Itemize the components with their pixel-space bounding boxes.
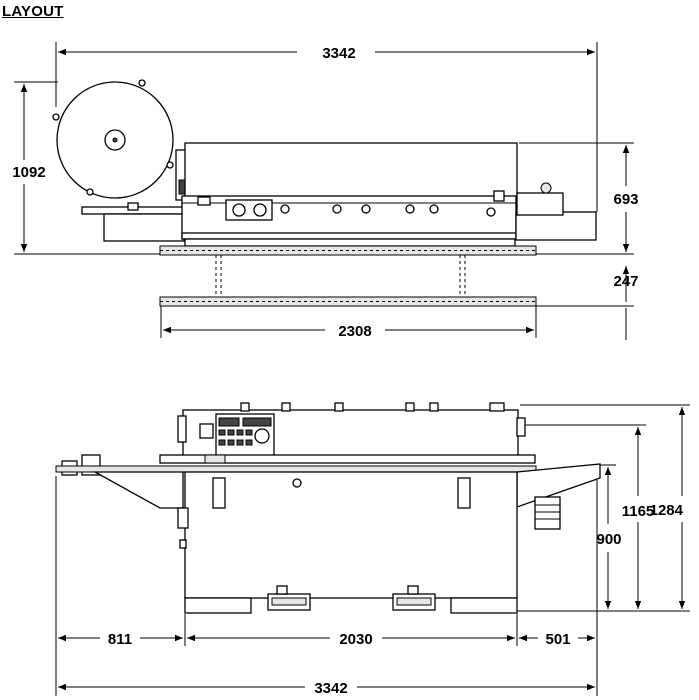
side-view-dimensions xyxy=(55,404,690,696)
top-cover xyxy=(184,142,518,198)
top-view-dimensions xyxy=(14,42,634,340)
dim-overall-height-top: 1092 xyxy=(12,164,45,181)
side-view-machine xyxy=(55,402,601,614)
right-extension xyxy=(515,211,597,241)
left-support xyxy=(92,471,184,509)
left-leg xyxy=(184,597,252,614)
dim-total-height: 1284 xyxy=(650,502,684,519)
dim-top-height: 1165 xyxy=(622,503,655,520)
dim-table-height: 900 xyxy=(596,531,621,548)
page-title: LAYOUT xyxy=(2,3,64,20)
dim-overall-width-top: 3342 xyxy=(322,45,355,62)
dim-conveyor-gap: 247 xyxy=(613,273,638,290)
right-leg xyxy=(450,597,518,614)
dim-conveyor-length: 2308 xyxy=(338,323,371,340)
dim-base-length: 2030 xyxy=(339,631,372,648)
dim-body-height: 693 xyxy=(613,191,638,208)
work-table xyxy=(55,465,537,473)
dim-left-extension: 811 xyxy=(108,631,132,648)
display-screen xyxy=(218,417,240,427)
motor xyxy=(516,192,564,216)
dim-overall-width-bottom: 3342 xyxy=(314,680,347,697)
dim-right-extension: 501 xyxy=(545,631,570,648)
top-view-machine xyxy=(52,79,597,307)
side-motor xyxy=(534,496,561,530)
